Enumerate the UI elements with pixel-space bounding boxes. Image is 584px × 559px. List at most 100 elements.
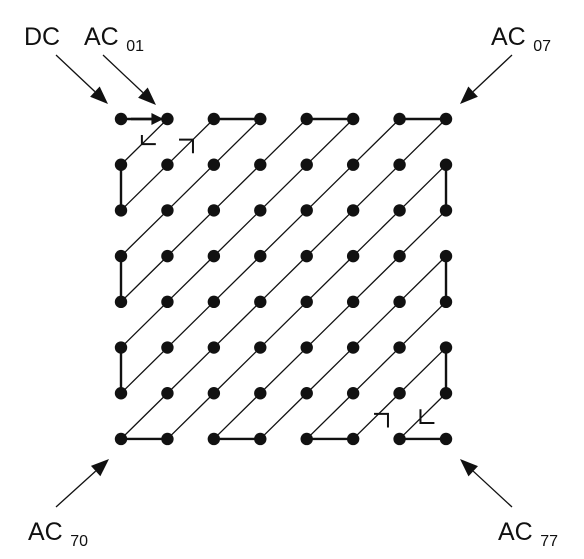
- coefficient-dot: [393, 112, 406, 126]
- ac01-arrow-head: [138, 87, 156, 105]
- diagonal-scan-segment: [259, 346, 308, 394]
- diagonal-scan-segment: [120, 118, 169, 166]
- ac77-arrow-head: [460, 459, 478, 477]
- diagonal-scan-segment: [306, 301, 354, 349]
- coefficient-dot: [393, 387, 406, 400]
- coefficient-dot: [393, 341, 406, 354]
- coefficient-dot: [346, 341, 360, 354]
- label-ac70-sub: 70: [70, 533, 88, 550]
- coefficient-dot: [300, 158, 313, 171]
- svg-text:AC 07: AC 07: [491, 23, 551, 55]
- down-left-turn-marker: [419, 409, 435, 424]
- coefficient-dot: [439, 204, 453, 217]
- ac77-arrow-shaft: [472, 470, 513, 508]
- coefficient-dot: [300, 112, 313, 126]
- dc-arrow-head: [90, 86, 108, 104]
- coefficient-dot: [161, 295, 174, 309]
- coefficient-dot: [346, 387, 360, 400]
- diagonal-scan-segment: [306, 164, 354, 212]
- diagonal-scan-segment: [398, 301, 447, 349]
- coefficient-dot: [393, 158, 406, 171]
- coefficient-dot: [439, 112, 453, 126]
- svg-text:AC 77: AC 77: [498, 518, 558, 550]
- coefficient-dot: [439, 387, 453, 400]
- coefficient-dot: [161, 341, 174, 354]
- coefficient-dot: [300, 387, 313, 400]
- diagonal-scan-segment: [120, 346, 169, 394]
- label-dc: DC: [24, 23, 60, 51]
- coefficient-dot: [114, 341, 128, 354]
- coefficient-dot: [300, 341, 313, 354]
- diagonal-scan-segment: [213, 164, 261, 212]
- diagonal-scan-segment: [213, 118, 261, 166]
- diagonal-scan-segment: [306, 346, 354, 394]
- coefficient-dot: [114, 432, 128, 446]
- coefficient-dot: [346, 249, 360, 263]
- coefficient-dot: [114, 295, 128, 309]
- diagonal-scan-segment: [306, 118, 354, 166]
- label-ac77: AC 77: [498, 518, 558, 550]
- coefficient-dot: [346, 112, 360, 126]
- coefficient-dot: [207, 387, 221, 400]
- coefficient-dot: [254, 432, 267, 446]
- diagonal-scan-segment: [213, 209, 261, 257]
- coefficient-dot: [254, 387, 267, 400]
- coefficient-dot: [300, 249, 313, 263]
- pointer-arrows: [55, 54, 513, 508]
- coefficient-dot: [207, 158, 221, 171]
- coefficient-dot: [439, 249, 453, 263]
- label-ac01-sub: 01: [126, 38, 144, 55]
- diagonal-scan-segment: [352, 164, 401, 212]
- coefficient-dot: [207, 204, 221, 217]
- diagonal-scan-segment: [259, 118, 308, 166]
- coefficient-dot: [346, 432, 360, 446]
- diagonal-scan-segment: [213, 392, 261, 440]
- dc-arrow-shaft: [55, 54, 96, 93]
- diagonal-scan-segment: [166, 301, 215, 349]
- coefficient-dot: [161, 112, 174, 126]
- label-ac01-main: AC: [84, 23, 119, 51]
- coefficient-dot: [439, 341, 453, 354]
- diagonal-scan-segment: [398, 118, 447, 166]
- coefficient-dot: [393, 295, 406, 309]
- diagonal-scan-segment: [120, 301, 169, 349]
- ac07-arrow-head: [460, 86, 478, 104]
- coefficient-dot: [114, 204, 128, 217]
- diagonal-scan-segment: [166, 118, 215, 166]
- coefficient-dot: [439, 158, 453, 171]
- coefficient-dot: [161, 387, 174, 400]
- coefficient-dot: [207, 295, 221, 309]
- coefficient-grid: [114, 112, 453, 446]
- coefficient-dot: [114, 249, 128, 263]
- label-ac01: AC 01: [84, 23, 144, 55]
- diagonal-scan-segment: [213, 301, 261, 349]
- diagonal-scan-segment: [352, 392, 401, 440]
- diagonal-scan-segment: [259, 209, 308, 257]
- diagonal-scan-segment: [306, 255, 354, 303]
- diagonal-scan-segment: [166, 209, 215, 257]
- coefficient-dot: [207, 432, 221, 446]
- diagonal-scan-segment: [352, 118, 401, 166]
- diagonal-scan-segment: [259, 164, 308, 212]
- coefficient-dot: [393, 432, 406, 446]
- coefficient-dot: [346, 158, 360, 171]
- ac01-arrow-shaft: [102, 54, 144, 94]
- scan-path: [119, 113, 448, 441]
- coefficient-dot: [207, 112, 221, 126]
- diagonal-scan-segment: [259, 301, 308, 349]
- diagonal-scan-segment: [352, 209, 401, 257]
- coefficient-dot: [114, 158, 128, 171]
- coefficient-dot: [114, 387, 128, 400]
- diagonal-scan-segment: [398, 209, 447, 257]
- diagonal-scan-segment: [120, 209, 169, 257]
- ac70-arrow-head: [90, 459, 109, 477]
- ac07-arrow-shaft: [472, 54, 513, 93]
- label-ac07-sub: 07: [533, 38, 551, 55]
- coefficient-dot: [300, 295, 313, 309]
- coefficient-dot: [254, 158, 267, 171]
- coefficient-dot: [254, 249, 267, 263]
- diagonal-scan-segment: [213, 346, 261, 394]
- up-right-turn-marker: [179, 138, 194, 154]
- diagonal-scan-segment: [259, 392, 308, 440]
